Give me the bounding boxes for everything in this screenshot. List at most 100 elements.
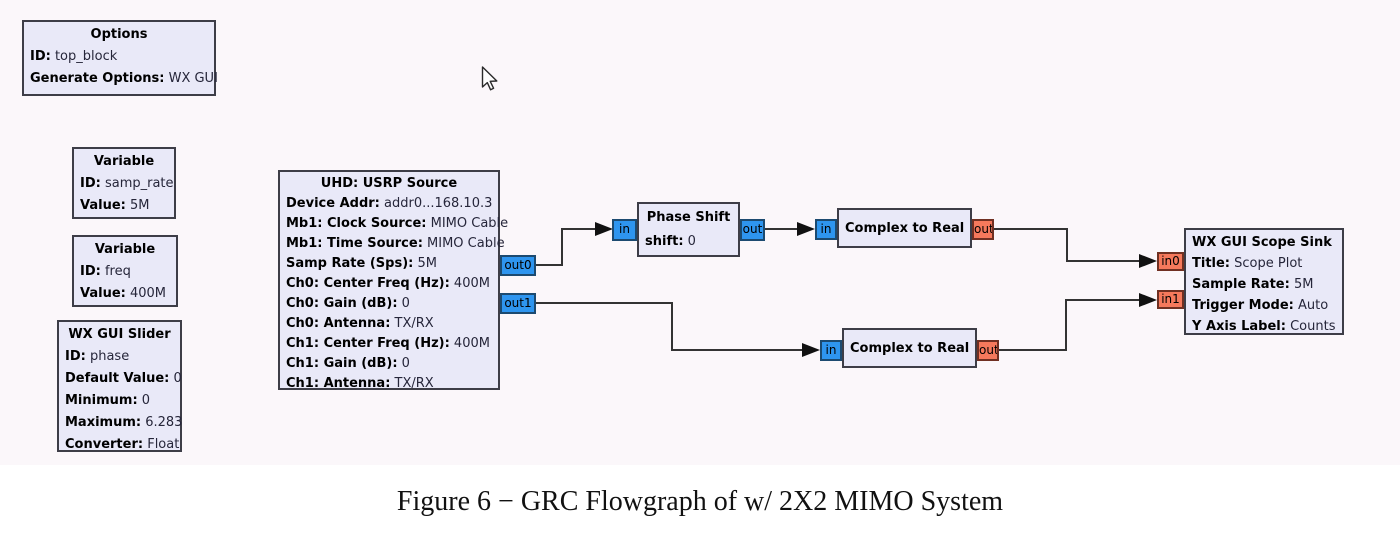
usrp-out1-port[interactable]: out1 — [500, 293, 536, 314]
param-key: Value: — [80, 286, 126, 301]
param-key: Ch1: Center Freq (Hz): — [286, 336, 450, 351]
param-key: Title: — [1192, 256, 1231, 271]
param-key: Minimum: — [65, 393, 138, 408]
connection-usrp-out0-to-phase-shift[interactable] — [536, 222, 613, 266]
param-value: phase — [85, 349, 130, 364]
param-key: shift: — [645, 234, 684, 249]
phase-shift-block[interactable]: Phase Shift shift: 0 — [637, 202, 740, 257]
block-params: shift: 0 — [645, 230, 732, 254]
complex-to-real-2-out-port[interactable]: out — [977, 340, 999, 361]
param-value: top_block — [50, 49, 118, 64]
param-line: ID: phase — [65, 346, 174, 368]
param-line: Value: 5M — [80, 195, 168, 217]
param-value: 0 — [397, 356, 410, 371]
param-line: Mb1: Time Source: MIMO Cable — [286, 234, 505, 254]
param-value: TX/RX — [390, 376, 434, 391]
param-line: Default Value: 0 — [65, 368, 182, 390]
param-key: Ch0: Center Freq (Hz): — [286, 276, 450, 291]
complex-to-real-2-in-port[interactable]: in — [820, 340, 842, 361]
param-key: Trigger Mode: — [1192, 298, 1294, 313]
complex-to-real-1-block[interactable]: Complex to Real — [837, 208, 972, 248]
param-key: ID: — [65, 349, 86, 364]
usrp-out0-port[interactable]: out0 — [500, 255, 536, 276]
param-value: TX/RX — [390, 316, 434, 331]
param-key: Default Value: — [65, 371, 170, 386]
scope-sink-in1-port[interactable]: in1 — [1157, 290, 1184, 309]
block-title: Phase Shift — [646, 210, 731, 225]
param-key: Mb1: Time Source: — [286, 236, 423, 251]
param-line: Ch0: Antenna: TX/RX — [286, 314, 492, 334]
param-line: ID: freq — [80, 261, 170, 283]
param-value: 0 — [137, 393, 151, 408]
param-value: 6.283 — [141, 415, 183, 430]
param-line: Ch0: Center Freq (Hz): 400M — [286, 274, 492, 294]
param-line: Ch1: Antenna: TX/RX — [286, 374, 492, 394]
param-key: Y Axis Label: — [1192, 319, 1286, 334]
connection-complex-to-real-2-to-scope-in1[interactable] — [999, 293, 1157, 351]
param-value: addr0...168.10.3 — [379, 196, 493, 211]
param-key: Maximum: — [65, 415, 142, 430]
complex-to-real-1-in-port[interactable]: in — [815, 219, 837, 240]
uhd-usrp-source-block[interactable]: UHD: USRP Source Device Addr: addr0...16… — [278, 170, 508, 391]
param-value: samp_rate — [100, 176, 174, 191]
param-value: 5M — [1289, 277, 1314, 292]
block-title: WX GUI Slider — [68, 327, 171, 342]
param-key: Ch0: Gain (dB): — [286, 296, 398, 311]
param-line: Maximum: 6.283 — [65, 412, 182, 434]
block-title: Variable — [94, 242, 156, 257]
param-line: Converter: Float — [65, 434, 179, 456]
param-line: Title: Scope Plot — [1192, 253, 1336, 274]
scope-sink-in0-port[interactable]: in0 — [1157, 252, 1184, 271]
block-title: WX GUI Scope Sink — [1192, 235, 1332, 250]
param-line: Value: 400M — [80, 283, 170, 305]
connection-usrp-out1-to-complex-to-real-2[interactable] — [536, 302, 820, 357]
param-line: Mb1: Clock Source: MIMO Cable — [286, 214, 508, 234]
param-key: Ch0: Antenna: — [286, 316, 391, 331]
connection-complex-to-real-1-to-scope-in0[interactable] — [994, 228, 1157, 268]
param-line: Ch1: Gain (dB): 0 — [286, 354, 492, 374]
param-line: ID: samp_rate — [80, 173, 174, 195]
block-title: Variable — [93, 154, 155, 169]
complex-to-real-2-block[interactable]: Complex to Real — [842, 328, 977, 368]
mouse-cursor — [481, 66, 498, 91]
block-title: Complex to Real — [845, 221, 965, 236]
param-value: 0 — [169, 371, 182, 386]
param-key: Value: — [80, 198, 126, 213]
param-key: Mb1: Clock Source: — [286, 216, 427, 231]
param-line: Generate Options: WX GUI — [30, 68, 218, 90]
param-key: ID: — [80, 176, 101, 191]
phase-shift-out-port[interactable]: out — [740, 219, 765, 241]
param-line: Ch1: Center Freq (Hz): 400M — [286, 334, 492, 354]
param-line: Sample Rate: 5M — [1192, 274, 1336, 295]
param-value: Scope Plot — [1230, 256, 1303, 271]
param-value: 5M — [125, 198, 150, 213]
param-key: ID: — [80, 264, 101, 279]
block-title: Complex to Real — [850, 341, 970, 356]
phase-shift-in-port[interactable]: in — [612, 219, 637, 241]
param-key: Samp Rate (Sps): — [286, 256, 414, 271]
param-key: Device Addr: — [286, 196, 380, 211]
block-title: Options — [90, 27, 148, 42]
connections-layer — [536, 222, 1157, 357]
complex-to-real-1-out-port[interactable]: out — [972, 219, 994, 240]
param-line: Y Axis Label: Counts — [1192, 316, 1336, 337]
param-value: freq — [100, 264, 131, 279]
param-line: Ch0: Gain (dB): 0 — [286, 294, 492, 314]
param-value: Counts — [1285, 319, 1336, 334]
param-line: Samp Rate (Sps): 5M — [286, 254, 492, 274]
param-key: Sample Rate: — [1192, 277, 1290, 292]
param-value: 400M — [449, 336, 490, 351]
figure-caption: Figure 6 − GRC Flowgraph of w/ 2X2 MIMO … — [396, 486, 1004, 517]
param-value: Float — [143, 437, 180, 452]
